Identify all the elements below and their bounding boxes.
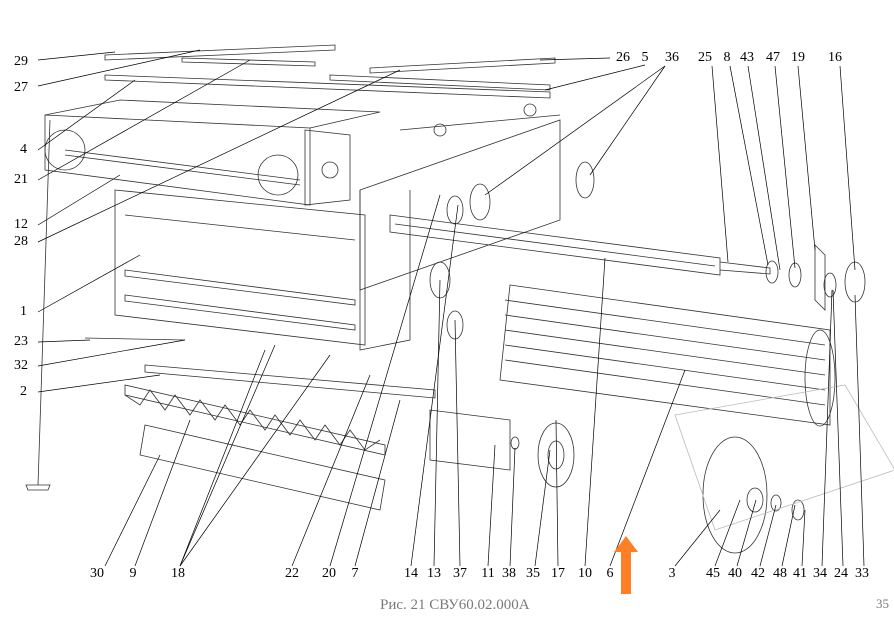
part-label: 6 [606,566,614,581]
part-label: 40 [728,566,742,581]
bottom-trays [124,364,511,511]
rod [25,119,186,491]
part-label: 12 [14,217,28,232]
up-arrow-icon [614,536,638,594]
figure-caption: Рис. 21 СВУ60.02.000А [380,597,530,613]
part-label: 9 [129,566,137,581]
part-label: 5 [641,50,649,65]
part-label: 37 [453,566,467,581]
part-label: 26 [616,50,630,65]
part-label: 13 [427,566,441,581]
part-label: 24 [834,566,848,581]
part-label: 48 [773,566,787,581]
part-label: 17 [551,566,565,581]
part-label: 34 [813,566,827,581]
part-label: 3 [668,566,676,581]
page-number: 35 [876,596,889,611]
front-panel [114,189,366,346]
part-label: 23 [14,334,28,349]
part-label: 10 [578,566,592,581]
part-label: 19 [791,50,805,65]
part-label: 2 [20,384,27,399]
part-label: 36 [665,50,679,65]
part-label: 27 [14,80,28,95]
part-label: 8 [723,50,731,65]
upper-housing [44,99,381,206]
part-label: 28 [14,234,28,249]
part-label: 22 [285,566,299,581]
part-label: 25 [698,50,712,65]
part-label: 33 [855,566,869,581]
part-label: 4 [20,142,27,157]
part-label: 1 [20,304,27,319]
part-label: 30 [90,566,104,581]
part-label: 18 [171,566,185,581]
part-label: 41 [793,566,807,581]
leader-lines [37,49,865,567]
shaft [389,214,771,276]
part-label: 35 [526,566,540,581]
part-label: 16 [828,50,842,65]
top-rails [104,44,556,99]
part-label: 7 [351,566,359,581]
part-label: 42 [751,566,765,581]
part-label: 21 [14,172,28,187]
drum [499,284,836,427]
part-label: 43 [740,50,754,65]
side-frame [359,103,561,351]
part-label: 38 [502,566,516,581]
part-label: 20 [322,566,336,581]
part-label: 29 [14,54,28,69]
pulleys [429,161,894,554]
part-label: 11 [481,566,495,581]
part-label: 47 [766,50,780,65]
part-label: 45 [706,566,720,581]
part-label: 14 [404,566,418,581]
part-label: 32 [14,358,28,373]
